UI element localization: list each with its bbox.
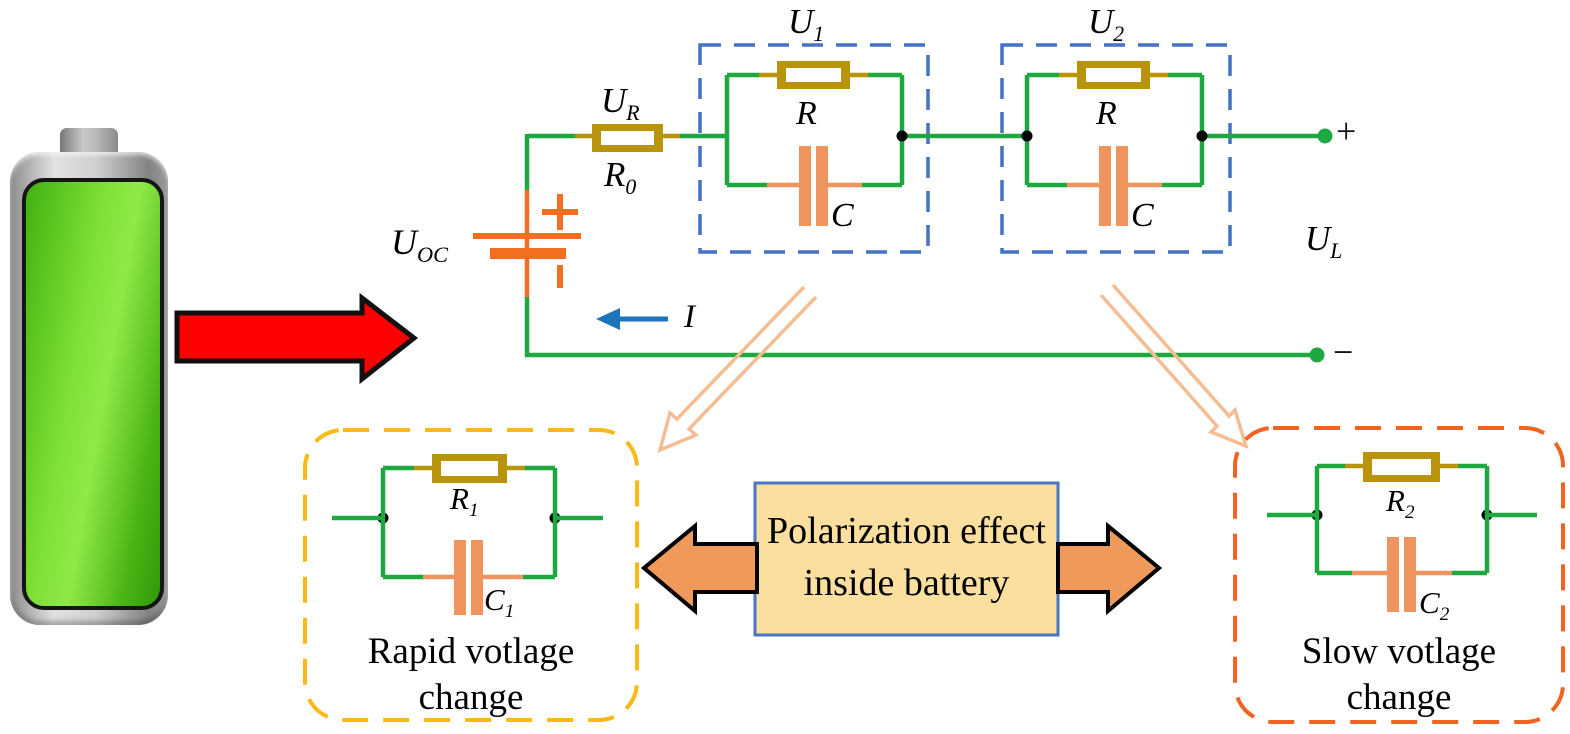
label-r2: R2 [1386, 483, 1415, 524]
capacitor-leads [423, 182, 1452, 580]
label-current: I [684, 299, 695, 335]
current-arrow-icon [596, 308, 668, 330]
label-r1: R1 [450, 481, 479, 522]
label-c-u2: C [1131, 197, 1154, 234]
hollow-arrow-left-icon [657, 285, 818, 453]
rapid-caption-line2: change [418, 677, 524, 718]
block-arrow-left-icon [640, 521, 759, 616]
u2-dashed-box [1000, 43, 1232, 254]
polarization-caption-line2: inside battery [803, 562, 1010, 604]
red-arrow-icon [174, 292, 419, 385]
label-ul: UL [1305, 219, 1343, 263]
hollow-arrow-right-icon [1099, 283, 1249, 449]
battery-plus-icon [542, 194, 578, 230]
slow-caption: Slow votlage change [1235, 629, 1563, 721]
circuit-wires [524, 72, 1325, 358]
label-ur: UR [601, 81, 640, 125]
label-r0: R0 [604, 155, 637, 199]
rapid-caption: Rapid votlage change [305, 629, 637, 721]
resistor-leads [414, 72, 1458, 471]
capacitor-u2 [1099, 146, 1128, 226]
polarization-caption: Polarization effect inside battery [755, 505, 1058, 609]
battery-green-label [22, 178, 164, 610]
label-u2: U2 [1088, 2, 1125, 46]
slow-box-border [1233, 426, 1565, 724]
slow-rc-circuit [1267, 452, 1537, 612]
label-c2: C2 [1419, 585, 1450, 626]
rapid-box-border [303, 428, 639, 722]
rapid-rc-circuit [332, 454, 603, 615]
label-c1: C1 [484, 582, 515, 623]
polarization-caption-line1: Polarization effect [767, 510, 1046, 552]
node-dots [377, 130, 1493, 524]
voltage-source-symbol [473, 190, 581, 297]
block-arrow-right-icon [1056, 521, 1163, 616]
resistor-r0 [592, 124, 663, 152]
output-minus-label: − [1333, 332, 1354, 372]
resistor-u1 [777, 61, 850, 89]
label-r-u1: R [796, 95, 817, 132]
label-r-u2: R [1096, 95, 1117, 132]
label-uoc: UOC [391, 222, 448, 268]
capacitor-u1 [799, 146, 828, 226]
slow-caption-line1: Slow votlage [1301, 631, 1497, 672]
output-terminals [1309, 128, 1333, 363]
resistor-u2 [1077, 61, 1150, 89]
label-c-u1: C [831, 197, 854, 234]
u1-dashed-box [698, 43, 930, 254]
rapid-caption-line1: Rapid votlage [367, 631, 575, 672]
slow-caption-line2: change [1346, 677, 1452, 718]
label-u1: U1 [788, 2, 825, 46]
output-plus-label: + [1336, 111, 1357, 151]
